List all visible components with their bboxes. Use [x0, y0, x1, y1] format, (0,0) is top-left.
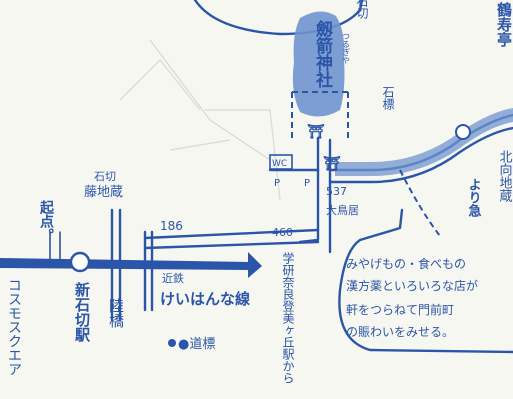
hokou-jizo-label: 北向地蔵: [497, 150, 513, 202]
cross-road-lower: [328, 126, 513, 184]
legend-dot-icon: [168, 339, 176, 347]
kintetsu-label: 近鉄: [162, 271, 184, 285]
shrine-sub-label: 石切: [345, 0, 369, 20]
yoridome-label: より急: [466, 178, 482, 218]
railway-arrow: [248, 252, 262, 278]
shin-ishikiri-station-label: 新石切駅: [73, 281, 91, 343]
wc-icon: WC: [272, 159, 287, 169]
cosmo-square-label: コスモスクエア: [6, 278, 22, 376]
road-460-label: 460: [272, 226, 293, 239]
background-sketch: [119, 39, 281, 201]
keihanna-line-label: けいはんな線: [160, 290, 250, 308]
parking-icon: P: [274, 178, 280, 189]
torii-icon-upper: ⛩: [307, 123, 325, 140]
wc-box: [269, 154, 293, 170]
gakken-label: 学研奈良登美ヶ丘駅から: [281, 251, 295, 384]
small-road: [49, 231, 61, 261]
right-top-label: 鶴寿亭: [495, 1, 513, 48]
note-bubble: [338, 208, 513, 354]
fuji-jizo-name: 藤地蔵: [84, 185, 123, 200]
note-line-2: 漢方薬といろいろな店が: [346, 278, 478, 293]
start-point: [69, 251, 91, 273]
rikkyo-road: [110, 208, 122, 322]
shrine-name-label: 劔箭神社: [312, 19, 334, 89]
shrine-approach-dashed: [291, 91, 349, 138]
stone-sign-top-label: 石標: [381, 86, 395, 110]
railway-line: [0, 258, 250, 270]
note-line-4: の賑わいをみせる。: [346, 325, 454, 339]
note-line-1: みやげもの・食べもの: [346, 256, 466, 271]
road-186: [143, 228, 320, 240]
rikkyo-label: 陸橋: [107, 298, 125, 328]
shopping-street: [335, 108, 513, 176]
district-boundary: [399, 169, 441, 237]
shrine-grounds-outline: [193, 0, 364, 36]
station-road: [143, 230, 154, 312]
road-186-label: 186: [160, 219, 183, 233]
parking-icon-2: P: [304, 178, 310, 189]
note-line-3: 軒をつらねて門前町: [346, 302, 454, 317]
stone-sign-marker: [455, 124, 471, 140]
legend-label: ●道標: [178, 337, 215, 352]
shrine-reading-label: つるぎや: [342, 32, 351, 64]
road-537-label: 537: [326, 185, 347, 198]
start-label: 起点。: [38, 199, 55, 242]
ojima-label: 大鳥居: [326, 203, 359, 217]
approach-road: [298, 136, 320, 244]
shrine-area: [292, 11, 345, 117]
fuji-jizo-sub: 石切: [94, 170, 116, 183]
torii-icon-lower: ⛩: [323, 155, 341, 172]
road-460: [143, 240, 320, 250]
